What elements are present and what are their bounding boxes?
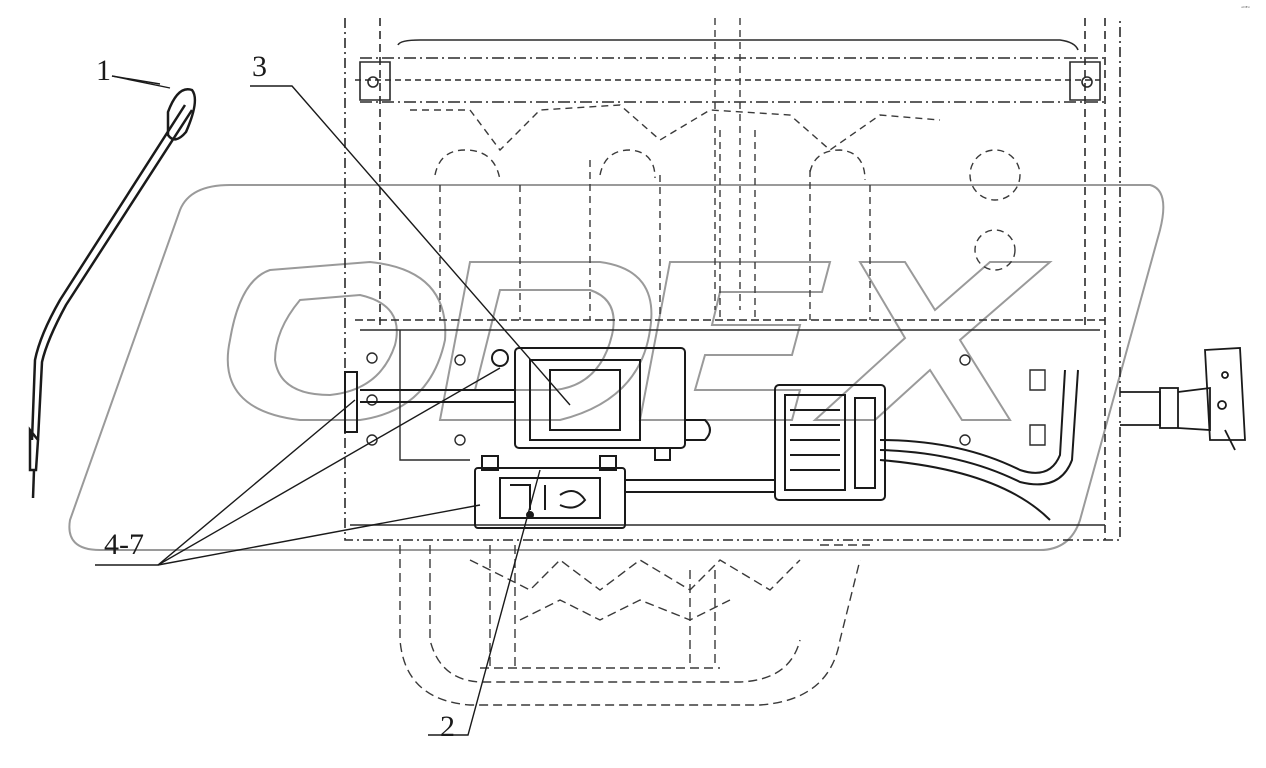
callout-2: 2 xyxy=(440,710,455,743)
fuse-module xyxy=(774,369,1079,521)
corner-mark: ᵒᴰᴱˣ xyxy=(1241,6,1250,12)
callout-3: 3 xyxy=(252,50,267,83)
oil-pan-hidden xyxy=(399,544,870,706)
gear-hidden xyxy=(410,18,1021,320)
component-2-box xyxy=(474,455,776,529)
callout-1: 1 xyxy=(96,54,111,87)
component-3-box xyxy=(344,347,711,461)
callout-4-7: 4-7 xyxy=(104,528,144,561)
connector-plug xyxy=(1120,347,1246,451)
component-1-probe xyxy=(28,88,197,499)
leader-lines xyxy=(95,75,571,736)
frame-outline xyxy=(344,18,1121,541)
mounting-holes xyxy=(366,330,1046,461)
watermark xyxy=(68,184,1165,551)
